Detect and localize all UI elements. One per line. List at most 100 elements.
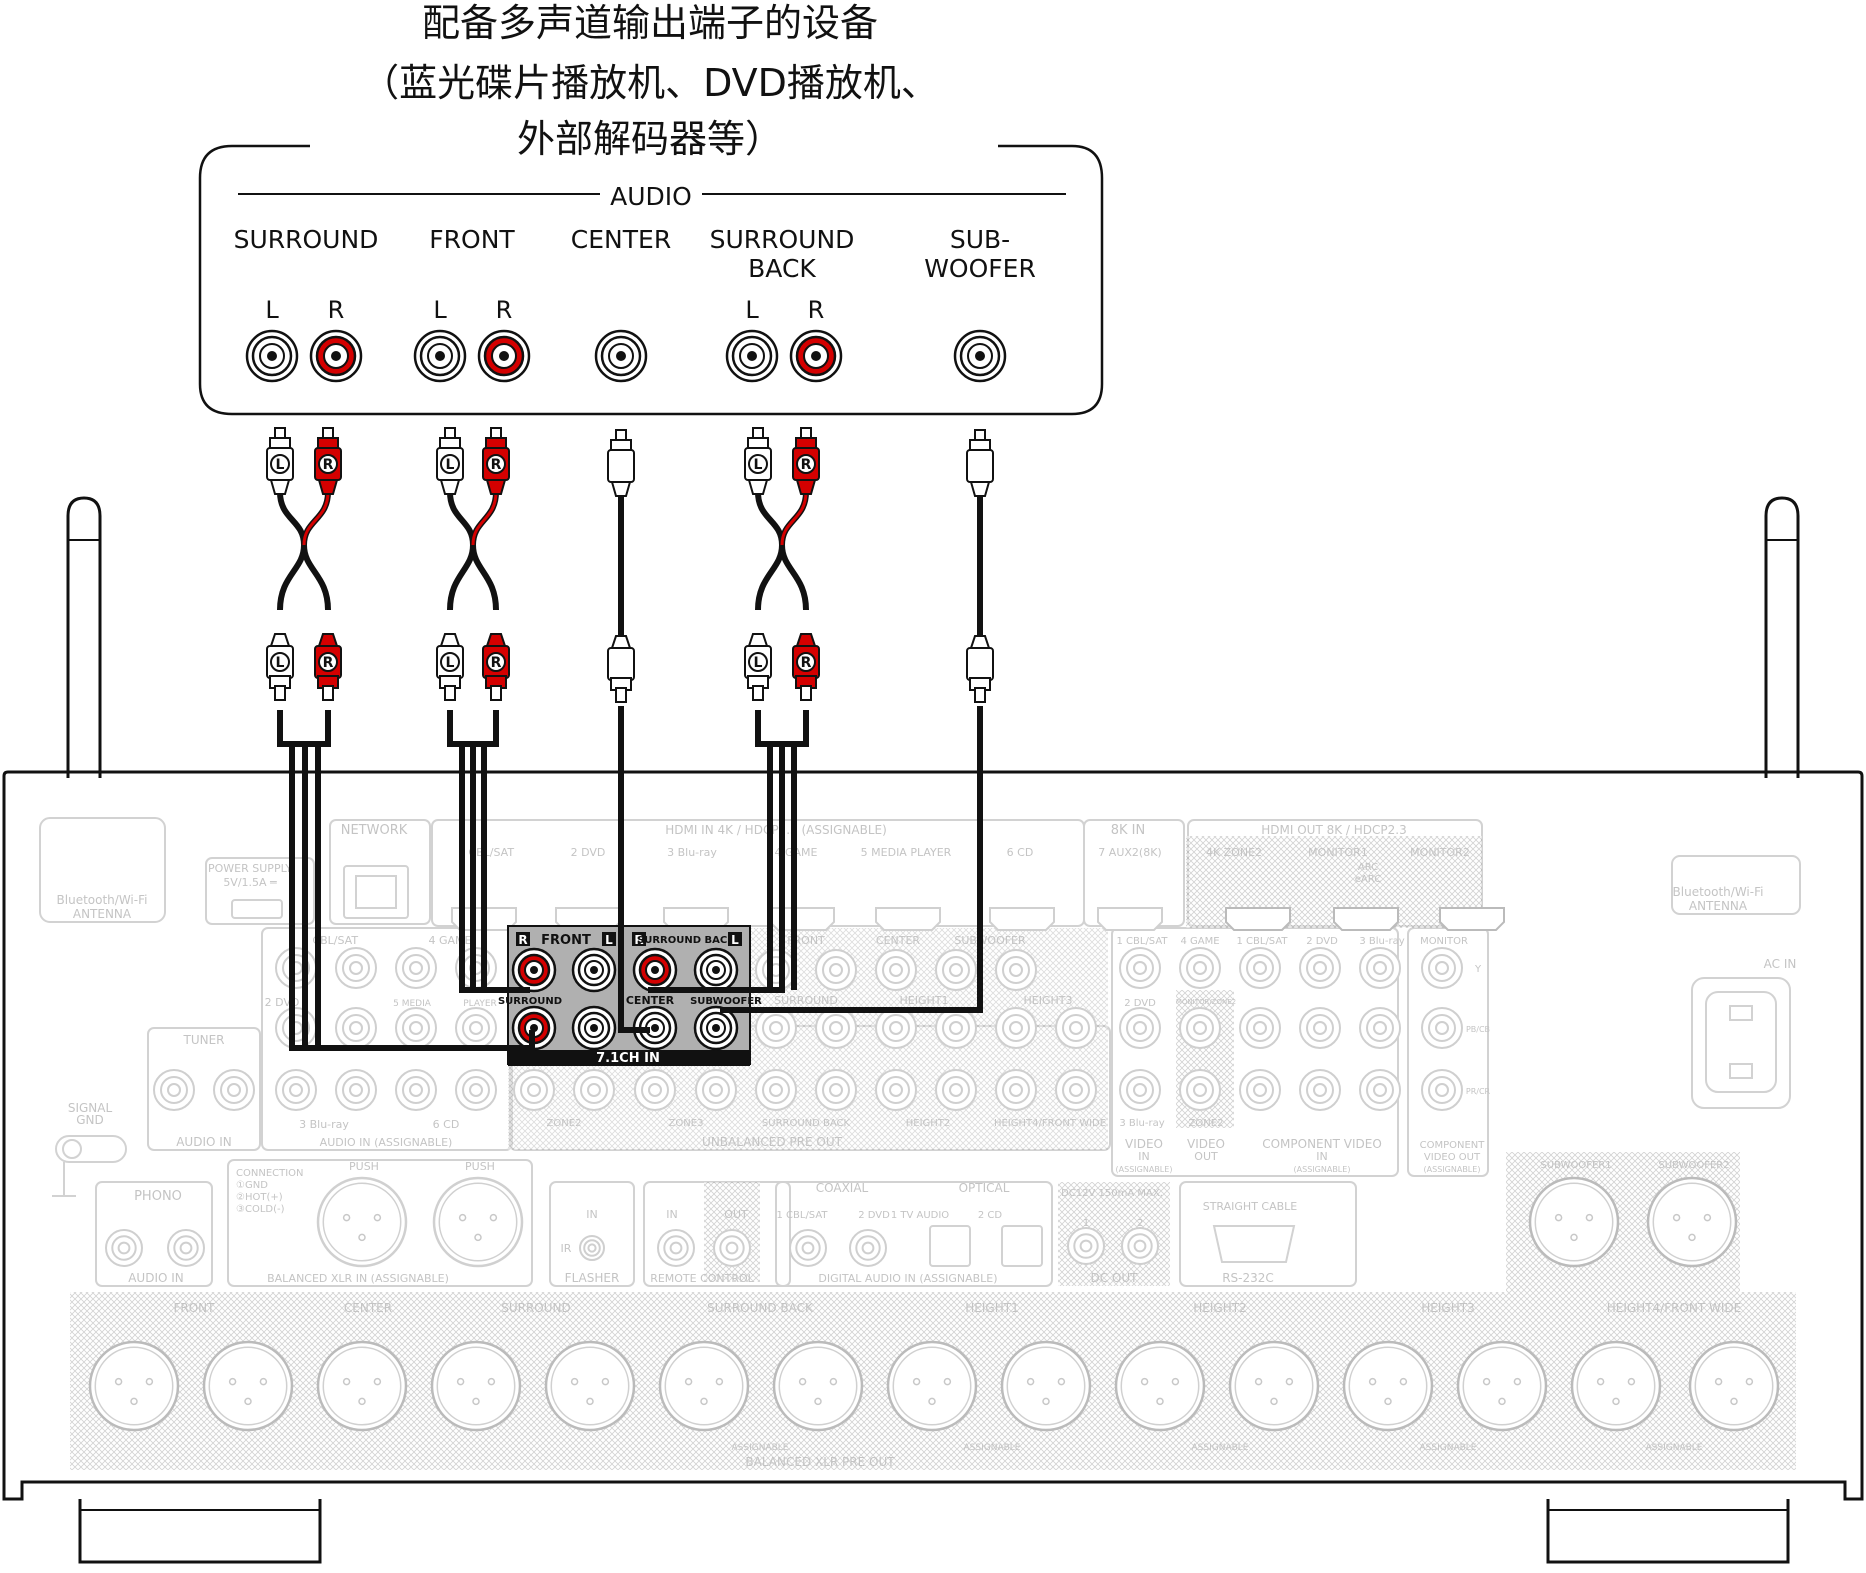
xlr-out-2 (316, 1340, 408, 1432)
cable-surround-plug-bottom-l-letter: L (276, 655, 285, 671)
panel-label-90: 1 TV AUDIO (891, 1210, 949, 1221)
panel-label-29: AUDIO IN (ASSIGNABLE) (320, 1136, 453, 1149)
faded-jack-30 (815, 1069, 857, 1111)
faded-jack-16-outer (875, 949, 917, 991)
panel-label-45: 4 GAME (1180, 936, 1219, 947)
source-jack-surround-back-r (789, 329, 843, 383)
faded-jack-48-inner (1313, 1083, 1327, 1097)
source-jack-front-r-pin (499, 351, 509, 361)
in71-jack-sb-l (693, 947, 739, 993)
xlr-out-14-pin-1 (1745, 1377, 1754, 1386)
faded-jack-flasher-inner (587, 1243, 597, 1253)
panel-label-23: 4 GAME (429, 934, 472, 947)
source-jack-subwoofer-pin (975, 351, 985, 361)
faded-jack-57-inner (801, 1241, 815, 1255)
faded-jack-10-outer (395, 1069, 437, 1111)
xlr-in-l-inner (438, 1182, 518, 1262)
faded-jack-9-outer (335, 1069, 377, 1111)
xlr-in-r-inner (322, 1182, 402, 1262)
cable-surround-back-plug-top-l: L (744, 427, 772, 495)
in71-subwoofer-label: SUBWOOFER (690, 996, 762, 1007)
faded-jack-55 (657, 1229, 695, 1267)
lr-label-surround-back-r: R (808, 296, 825, 324)
xlr-out-14-pin-0 (1714, 1377, 1723, 1386)
faded-jack-40-inner (1193, 1083, 1207, 1097)
cable-center-plug-bottom-tip (615, 687, 627, 703)
faded-jack-6-inner (409, 1021, 423, 1035)
cable-front-plug-top-l-boot (439, 479, 461, 495)
cable-surround-back-wire-lower-r (790, 710, 809, 747)
faded-jack-32-ring (942, 1076, 970, 1104)
cable-surround-back-plug-bottom-l-badge (748, 652, 768, 672)
source-jack-front-r (477, 329, 531, 383)
faded-jack-31-inner (889, 1083, 903, 1097)
xlr-out-3-pin-0 (456, 1377, 465, 1386)
faded-jack-53-ring (111, 1235, 137, 1261)
faded-jack-41-ring (1246, 954, 1274, 982)
xlr-out-11 (1342, 1340, 1434, 1432)
xlr-out-3-outer (430, 1340, 522, 1432)
faded-jack-50-inner (1435, 961, 1449, 975)
xlr-out-10-pin-0 (1254, 1377, 1263, 1386)
panel-label-14: 8K IN (1111, 823, 1146, 838)
faded-jack-37-ring (1126, 1014, 1154, 1042)
faded-jack-10-ring (402, 1076, 430, 1104)
faded-jack-52-ring (1428, 1076, 1456, 1104)
channel-label-surround-back-1: SURROUND (710, 225, 855, 254)
faded-jack-41-outer (1239, 947, 1281, 989)
panel-label-65: COMPONENT (1420, 1140, 1486, 1151)
cable-front-plug-bottom-l-letter: L (446, 655, 455, 671)
cable-surround-back-plug-bottom-r-letter: R (801, 655, 812, 671)
faded-jack-48-ring (1306, 1076, 1334, 1104)
faded-jack-27-ring (641, 1076, 669, 1104)
faded-jack-13-inner (227, 1083, 241, 1097)
faded-jack-46-ring (1366, 1014, 1394, 1042)
panel-label-106: HEIGHT2 (1193, 1301, 1246, 1315)
in71-front-label: FRONT (541, 933, 591, 948)
in71-jack-front-l-pin (590, 966, 598, 974)
panel-label-113: ASSIGNABLE (1646, 1443, 1703, 1453)
xlr-out-2-outer (316, 1340, 408, 1432)
cable-center-plug-top-body (607, 449, 635, 483)
faded-jack-20-inner (829, 1021, 843, 1035)
xlr-out-6-inner (778, 1346, 858, 1426)
panel-label-89: 2 DVD (858, 1210, 890, 1221)
panel-label-66: VIDEO OUT (1424, 1152, 1481, 1163)
in71-jack-sb-r-pin (651, 966, 659, 974)
faded-jack-42-ring (1306, 954, 1334, 982)
panel-label-94: 1 (1083, 1218, 1089, 1229)
cable-subwoofer-plug-bottom-tip (974, 687, 986, 703)
faded-jack-43 (1359, 947, 1401, 989)
faded-jack-6 (395, 1007, 437, 1049)
cable-surround-plug-top-r-letter: R (323, 457, 334, 473)
panel-label-103: SURROUND (501, 1301, 571, 1315)
xlr-out-5 (658, 1340, 750, 1432)
cable-surround-plug-top-l-badge (270, 454, 290, 474)
faded-jack-34-outer (1055, 1069, 1097, 1111)
cable-center-plug-bottom-boot (610, 635, 632, 649)
in71-jack-subwoofer (693, 1005, 739, 1051)
faded-jack-30-inner (829, 1083, 843, 1097)
faded-jack-25-outer (513, 1069, 555, 1111)
faded-jack-33 (995, 1069, 1037, 1111)
xlr-in-l-pin-0 (458, 1213, 467, 1222)
xlr-out-8-outer (1000, 1340, 1092, 1432)
faded-jack-58-ring (855, 1235, 881, 1261)
xlr-jacks (88, 1176, 1780, 1432)
faded-jack-46-inner (1373, 1021, 1387, 1035)
panel-label-19: MONITOR2 (1410, 846, 1470, 859)
cable-surround-back-plug-bottom-r-tip (800, 685, 812, 701)
faded-jack-2-outer (395, 947, 437, 989)
panel-label-16: HDMI OUT 8K / HDCP2.3 (1261, 823, 1406, 837)
panel-label-61: MONITOR (1420, 936, 1468, 947)
faded-jack-59-ring (1073, 1233, 1099, 1259)
rs232c-port (1212, 1225, 1296, 1263)
in71-jack-surround-l-pin (590, 1024, 598, 1032)
faded-jack-11-outer (455, 1069, 497, 1111)
panel-label-40: SURROUND BACK (762, 1118, 851, 1129)
faded-jack-27-outer (634, 1069, 676, 1111)
optical-ports (929, 1225, 1043, 1267)
panel-label-50: (ASSIGNABLE) (1116, 1165, 1173, 1174)
panel-label-59: IN (1316, 1150, 1327, 1163)
panel-label-47: 3 Blu-ray (1119, 1118, 1164, 1129)
